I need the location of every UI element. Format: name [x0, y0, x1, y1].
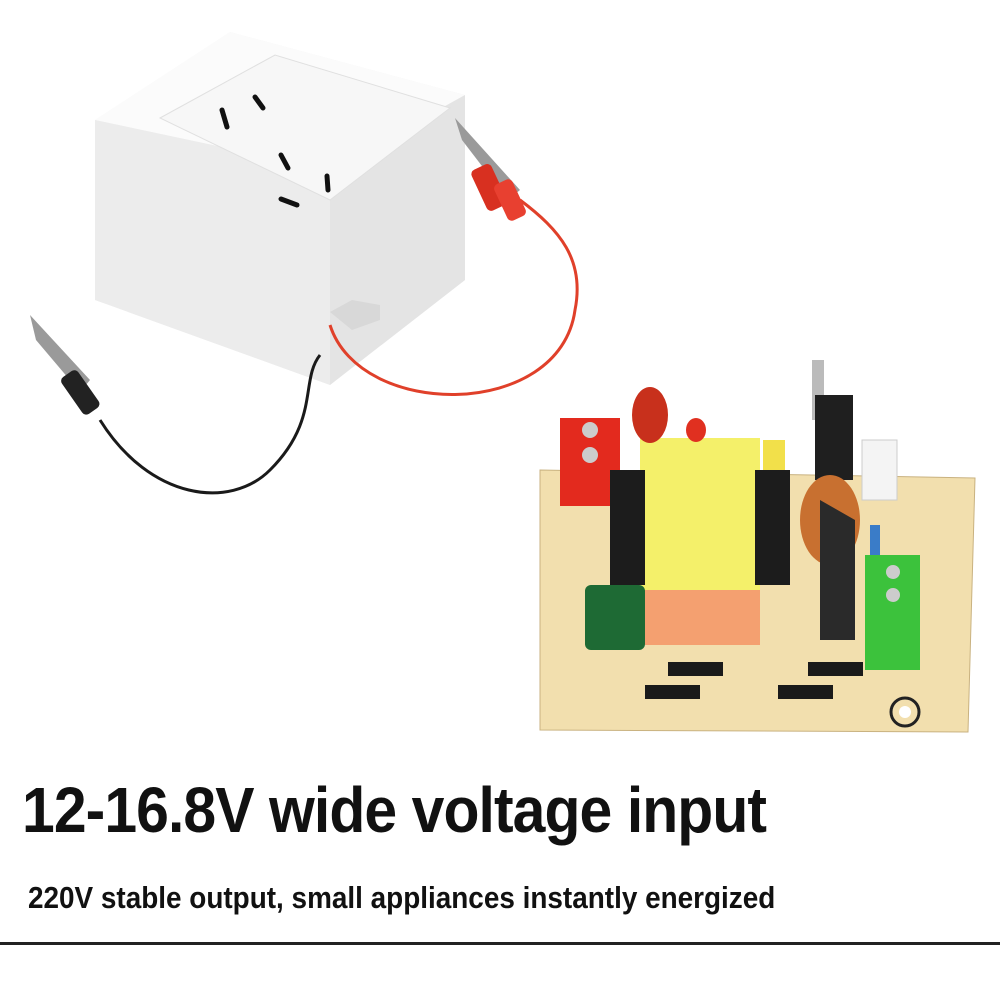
subheadline: 220V stable output, small appliances ins… — [28, 880, 776, 915]
wall-socket — [95, 32, 465, 385]
fan-connector — [861, 439, 898, 501]
divider-line — [0, 942, 1000, 945]
product-photo — [30, 32, 976, 733]
green-capacitor — [585, 585, 645, 650]
red-wire — [328, 198, 579, 396]
black-alligator-clip — [30, 315, 100, 415]
product-illustration — [30, 32, 976, 733]
black-wire — [98, 354, 322, 495]
red-alligator-clip — [455, 118, 526, 221]
headline: 12-16.8V wide voltage input — [22, 774, 767, 846]
transformer — [640, 438, 760, 598]
pcb-board — [539, 360, 976, 733]
